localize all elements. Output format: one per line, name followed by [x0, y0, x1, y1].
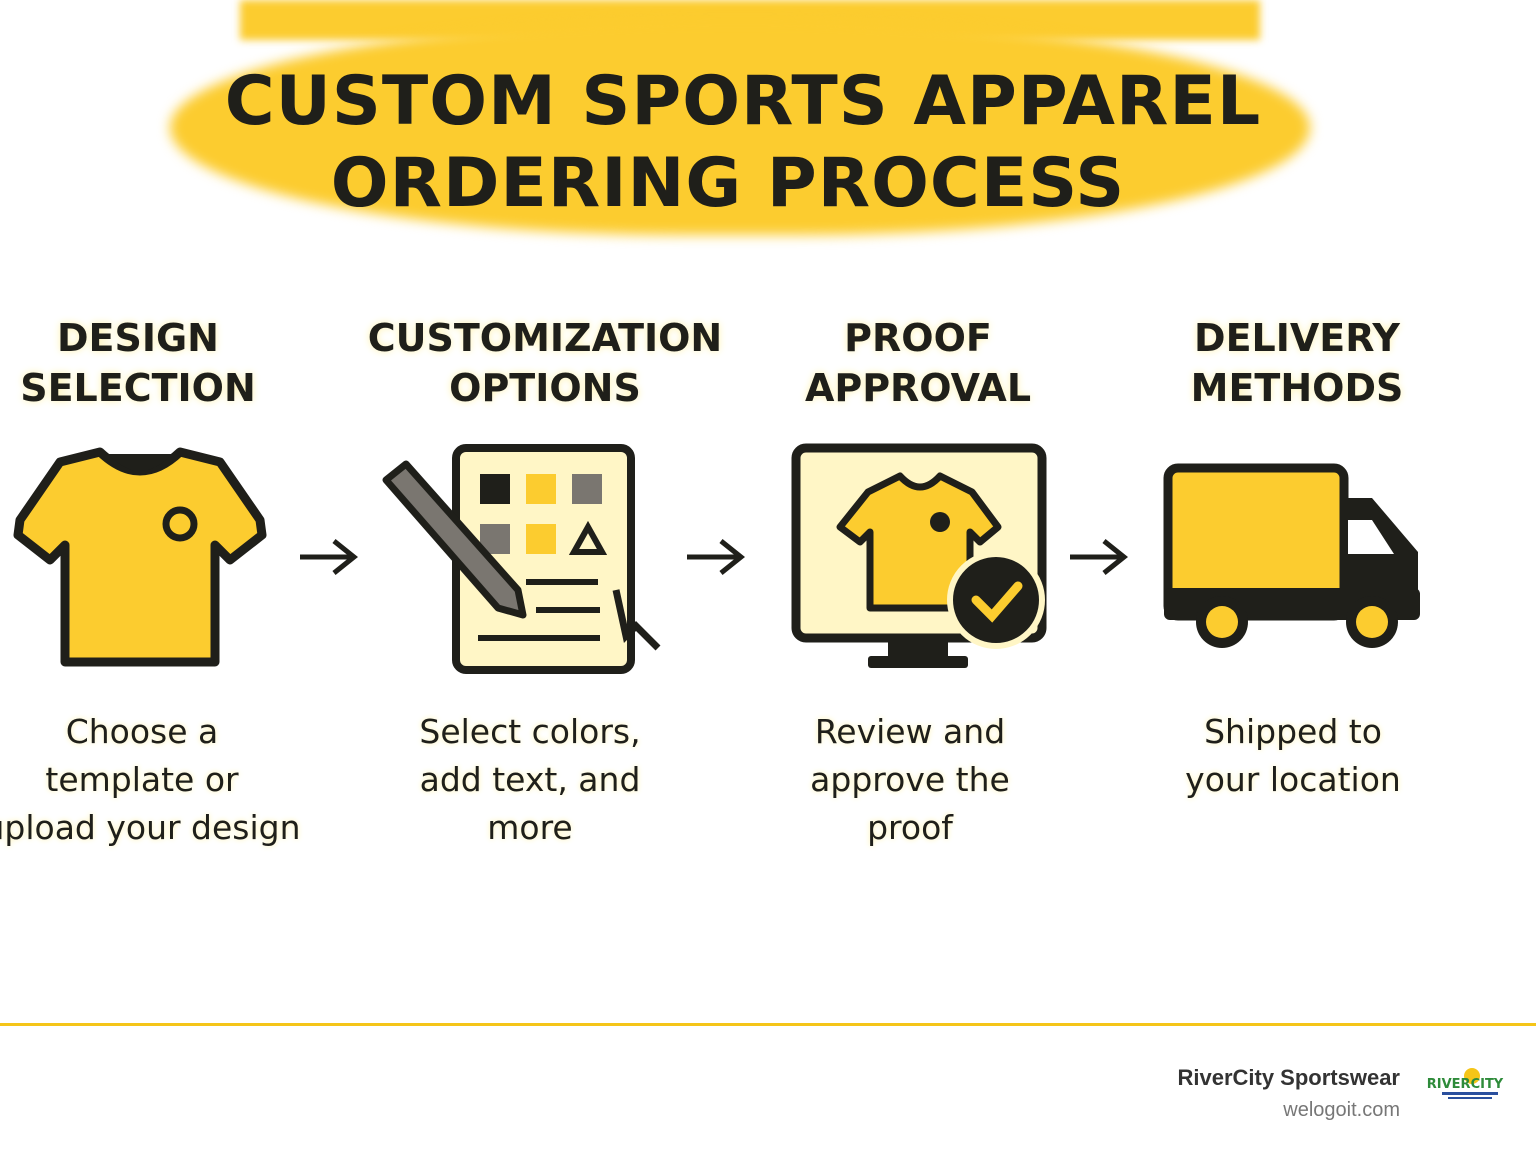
- footer-brand: RiverCity Sportswear: [1177, 1065, 1400, 1090]
- arrow-right-icon: [687, 539, 746, 575]
- pencil-form-icon: [382, 444, 661, 674]
- title-banner: [170, 20, 1310, 235]
- arrow-right-icon: [1070, 539, 1129, 575]
- truck-icon: [1163, 463, 1420, 648]
- footer-divider: [0, 1023, 1536, 1026]
- t-shirt-icon: [13, 447, 267, 667]
- svg-text:RIVERCITY: RIVERCITY: [1427, 1077, 1504, 1092]
- arrow-right-icon: [300, 539, 359, 575]
- footer-site: welogoit.com: [1283, 1099, 1400, 1121]
- title-line-2: ORDERING PROCESS: [330, 144, 1126, 223]
- rivercity-logo: RIVERCITY: [1427, 1068, 1504, 1099]
- title-line-1: CUSTOM SPORTS APPAREL: [224, 62, 1262, 141]
- monitor-check-icon: [791, 443, 1047, 668]
